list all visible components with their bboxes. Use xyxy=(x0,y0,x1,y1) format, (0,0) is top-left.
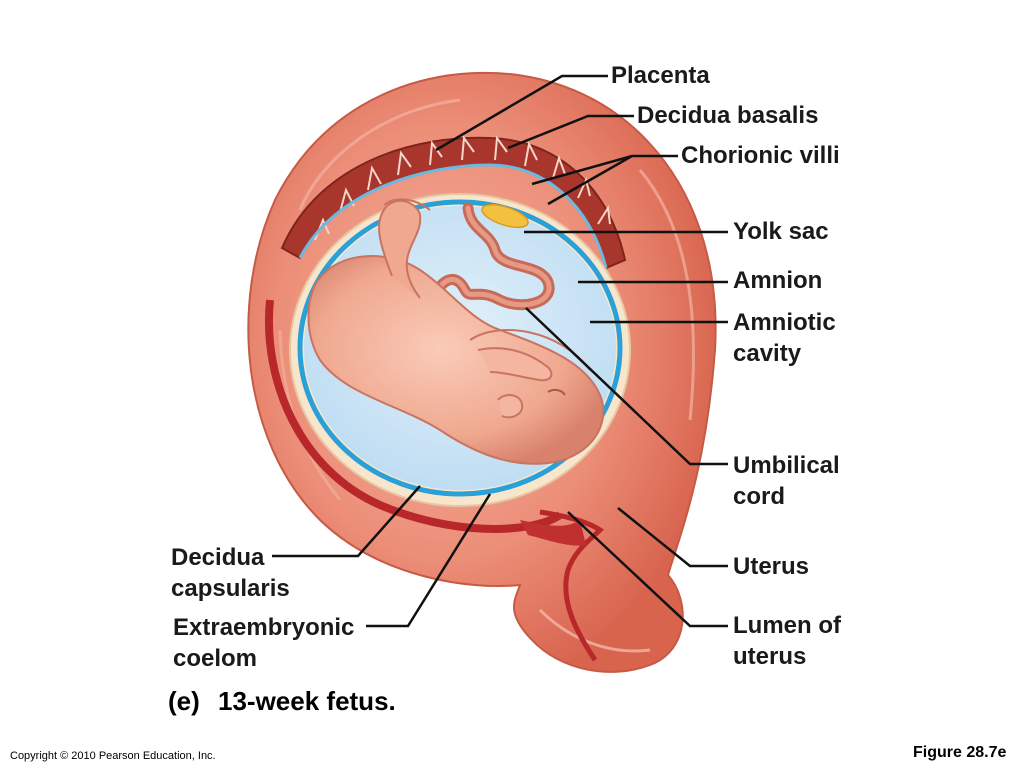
leader-chorionic-villi-b xyxy=(547,154,633,206)
label-decidua-basalis: Decidua basalis xyxy=(637,102,819,129)
label-extraembryonic-coelom: Extraembryonic coelom xyxy=(173,612,354,674)
leader-decidua-capsularis xyxy=(272,485,421,558)
label-decidua-capsularis-line1: Decidua xyxy=(171,544,265,571)
caption-part-letter: (e) xyxy=(168,686,200,716)
label-chorionic-villi: Chorionic villi xyxy=(681,142,840,169)
copyright-notice: Copyright © 2010 Pearson Education, Inc. xyxy=(10,750,216,762)
label-amniotic-cavity-line2: cavity xyxy=(733,340,802,367)
label-umbilical-cord-line2: cord xyxy=(733,483,786,510)
lumen-fill xyxy=(520,520,586,546)
label-lumen-of-uterus-line1: Lumen of xyxy=(733,612,841,639)
label-umbilical-cord: Umbilical cord xyxy=(733,450,840,512)
yolk-sac xyxy=(481,203,529,229)
label-lumen-of-uterus: Lumen of uterus xyxy=(733,610,841,672)
label-amnion: Amnion xyxy=(733,267,823,294)
decidua-capsularis-band xyxy=(265,299,563,533)
label-decidua-capsularis: Decidua capsularis xyxy=(171,542,290,604)
label-placenta: Placenta xyxy=(611,62,710,89)
leader-decidua-basalis xyxy=(507,114,634,150)
label-umbilical-cord-line1: Umbilical xyxy=(733,452,840,479)
chorionic-villi xyxy=(314,135,611,241)
label-extraembryonic-coelom-line1: Extraembryonic xyxy=(173,614,355,641)
label-amniotic-cavity-line1: Amniotic xyxy=(733,309,836,336)
figure-number: Figure 28.7e xyxy=(913,744,1007,761)
label-extraembryonic-coelom-line2: coelom xyxy=(173,645,258,672)
leader-lines xyxy=(272,74,728,628)
label-yolk-sac: Yolk sac xyxy=(733,218,829,245)
placenta xyxy=(280,135,627,270)
fetus xyxy=(307,198,605,465)
amnion xyxy=(297,199,623,497)
leader-extraembryonic-coelom xyxy=(366,493,492,628)
leader-umbilical-cord xyxy=(525,307,728,466)
label-lumen-of-uterus-line2: uterus xyxy=(733,643,807,670)
caption-text: 13-week fetus. xyxy=(218,686,396,716)
label-amniotic-cavity: Amniotic cavity xyxy=(733,307,836,369)
leader-placenta xyxy=(435,74,608,152)
label-uterus: Uterus xyxy=(733,553,810,580)
leader-lumen-of-uterus xyxy=(567,511,728,628)
label-decidua-capsularis-line2: capsularis xyxy=(171,575,290,602)
leader-uterus xyxy=(617,507,728,568)
